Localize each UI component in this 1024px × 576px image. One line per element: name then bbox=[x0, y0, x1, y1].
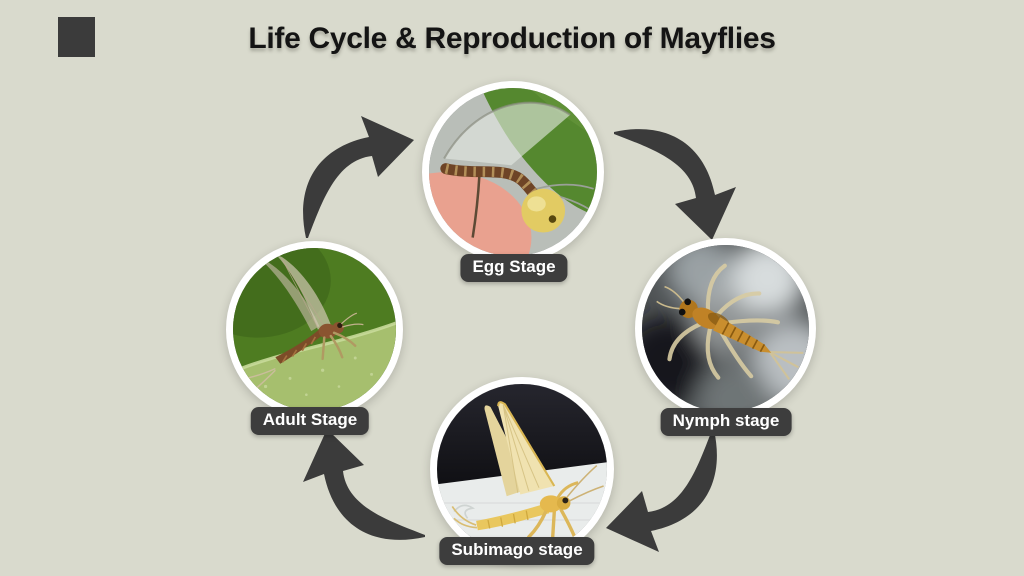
adult-photo-illustration bbox=[233, 248, 396, 411]
arrow-egg-to-nymph-icon bbox=[612, 118, 742, 248]
arrow-adult-to-egg-icon bbox=[292, 110, 422, 240]
egg-stage-label: Egg Stage bbox=[460, 254, 568, 282]
nymph-photo-illustration bbox=[642, 245, 809, 412]
subimago-stage-label: Subimago stage bbox=[439, 537, 595, 565]
arrow-subimago-to-adult-icon bbox=[297, 421, 427, 551]
corner-decoration-square bbox=[58, 17, 95, 57]
page-title: Life Cycle & Reproduction of Mayflies bbox=[248, 22, 776, 55]
subimago-photo-illustration bbox=[437, 384, 607, 554]
nymph-stage-photo bbox=[635, 238, 816, 419]
adult-stage-photo bbox=[226, 241, 403, 418]
arrow-nymph-to-subimago-icon bbox=[598, 428, 728, 558]
nymph-stage-label: Nymph stage bbox=[660, 408, 792, 436]
adult-stage-label: Adult Stage bbox=[250, 407, 370, 435]
egg-stage-photo bbox=[422, 81, 604, 263]
subimago-stage-photo bbox=[430, 377, 614, 561]
egg-photo-illustration bbox=[429, 88, 597, 256]
